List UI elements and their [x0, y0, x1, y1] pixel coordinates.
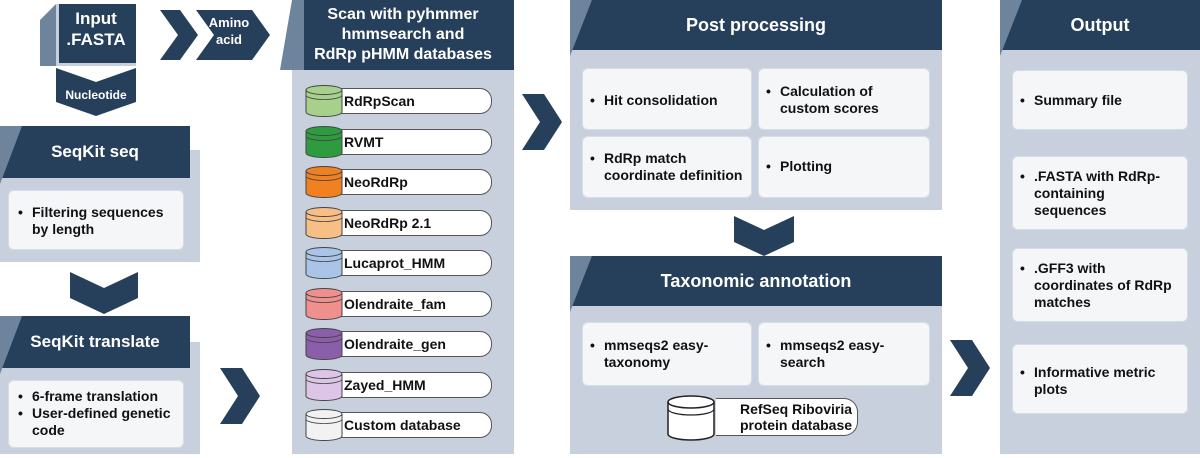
seqkit-seq-fold [0, 126, 22, 184]
input-title-line1: Input [75, 9, 117, 28]
database-cylinder-icon [305, 409, 343, 441]
database-cylinder-icon [305, 287, 343, 320]
database-cylinder-icon [305, 166, 343, 198]
database-label: Zayed_HMM [330, 371, 492, 398]
tax-card-easy-search: mmseqs2 easy-search [758, 322, 930, 386]
output-title: Output [1070, 14, 1130, 35]
nucleotide-chevron [56, 68, 136, 116]
taxonomic-header: Taxonomic annotation [570, 256, 942, 306]
seqkit-translate-item-2: User-defined genetic code [18, 405, 174, 439]
database-label: Olendraite_gen [330, 331, 492, 357]
output-card-plots: Informative metric plots [1012, 344, 1188, 414]
post-card-plotting: Plotting [758, 136, 930, 198]
post-card-text: Plotting [766, 158, 922, 175]
post-processing-fold [570, 0, 592, 56]
output-card-text: .GFF3 with coordinates of RdRp matches [1020, 260, 1180, 311]
refseq-database-label: RefSeq Riboviria protein database [716, 398, 858, 436]
output-card-gff3: .GFF3 with coordinates of RdRp matches [1012, 248, 1188, 322]
input-fold [40, 4, 56, 66]
seqkit-translate-card: 6-frame translation User-defined genetic… [8, 380, 184, 448]
output-header: Output [1000, 0, 1200, 50]
input-box-inner [56, 4, 136, 66]
tax-card-text: mmseqs2 easy-search [766, 337, 922, 371]
database-label: RdRpScan [330, 88, 492, 114]
seqkit-seq-header: SeqKit seq [0, 126, 190, 178]
post-card-custom-scores: Calculation of custom scores [758, 68, 930, 130]
amino-acid-label-line2: acid [215, 32, 242, 47]
seqkit-translate-item-1: 6-frame translation [18, 388, 174, 405]
tax-card-easy-taxonomy: mmseqs2 easy-taxonomy [582, 322, 752, 386]
seq-to-translate-chevron [70, 272, 138, 314]
database-label: NeoRdRp 2.1 [330, 209, 492, 236]
taxonomic-title: Taxonomic annotation [660, 270, 852, 291]
post-card-hit-consolidation: Hit consolidation [582, 68, 752, 130]
scan-to-post-chevron [522, 94, 562, 150]
input-title-line2: .FASTA [66, 30, 126, 49]
scan-title-line3: RdRp pHMM databases [314, 46, 492, 63]
database-cylinder-icon [305, 247, 343, 279]
output-card-text: Informative metric plots [1020, 364, 1180, 398]
post-card-text: Calculation of custom scores [766, 83, 922, 117]
database-label: RVMT [330, 128, 492, 155]
scan-title-line1: Scan with pyhmmer [327, 6, 479, 23]
scan-header: Scan with pyhmmer hmmsearch and RdRp pHM… [292, 0, 514, 70]
database-label: Custom database [330, 412, 492, 438]
seqkit-translate-fold [0, 316, 22, 374]
amino-acid-label-line1: Amino [208, 15, 250, 30]
output-card-summary: Summary file [1012, 70, 1188, 130]
post-card-text: RdRp match coordinate definition [590, 150, 744, 184]
seqkit-seq-title: SeqKit seq [51, 142, 139, 161]
seqkit-translate-title: SeqKit translate [30, 332, 160, 351]
output-card-text: .FASTA with RdRp-containing sequences [1020, 168, 1180, 219]
taxonomic-to-output-chevron [950, 340, 990, 396]
output-card-fasta: .FASTA with RdRp-containing sequences [1012, 156, 1188, 230]
database-label: Lucaprot_HMM [330, 250, 492, 276]
post-processing-header: Post processing [570, 0, 942, 50]
tax-card-text: mmseqs2 easy-taxonomy [590, 337, 744, 371]
amino-acid-chevron [160, 10, 270, 60]
translate-to-scan-chevron [220, 368, 260, 424]
post-to-taxonomic-chevron [734, 216, 794, 256]
post-card-text: Hit consolidation [590, 92, 744, 109]
database-cylinder-icon [305, 328, 343, 360]
input-box [56, 4, 136, 66]
seqkit-seq-item: Filtering sequences by length [18, 204, 174, 238]
input-title: Input .FASTA [56, 8, 136, 50]
post-card-coordinate-definition: RdRp match coordinate definition [582, 136, 752, 198]
database-cylinder-icon [305, 125, 343, 158]
seqkit-translate-header: SeqKit translate [0, 316, 190, 368]
output-card-text: Summary file [1020, 92, 1180, 109]
scan-fold [280, 0, 304, 70]
database-label: NeoRdRp [330, 169, 492, 195]
refseq-database-text: RefSeq Riboviria protein database [740, 401, 853, 433]
database-cylinder-icon [305, 368, 343, 401]
database-label: Olendraite_fam [330, 290, 492, 317]
amino-acid-label: Amino acid [200, 14, 258, 48]
scan-title-line2: hmmsearch and [341, 26, 465, 43]
nucleotide-label: Nucleotide [65, 88, 127, 102]
seqkit-seq-card: Filtering sequences by length [8, 190, 184, 250]
post-processing-title: Post processing [685, 14, 827, 35]
database-cylinder-icon [305, 85, 343, 117]
refseq-database-icon [667, 395, 715, 441]
output-fold [1000, 0, 1022, 56]
taxonomic-fold [570, 256, 592, 312]
database-cylinder-icon [305, 206, 343, 239]
